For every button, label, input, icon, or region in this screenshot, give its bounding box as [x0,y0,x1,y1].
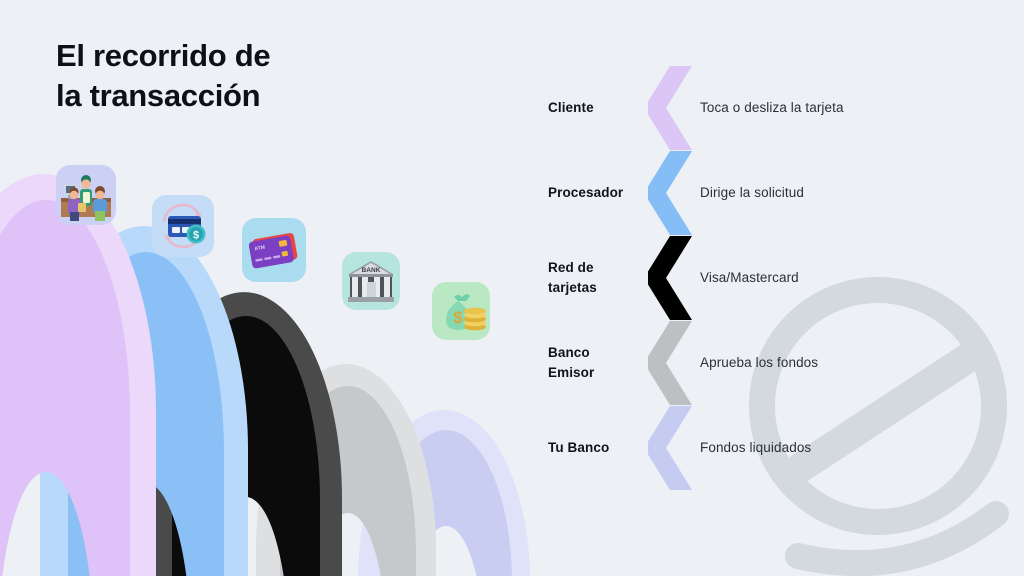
flow-step-label: Tu Banco [548,440,610,456]
flow-step-description: Fondos liquidados [700,439,812,455]
flow-step-label: Cliente [548,100,594,116]
flow-step-description: Toca o desliza la tarjeta [700,99,844,115]
transaction-flow-list: Cliente Toca o desliza la tarjeta Proces… [524,62,1024,532]
tile-bank-building: BANK [342,252,400,310]
svg-text:ATM: ATM [254,245,265,253]
tile-atm-card: ATM [242,218,306,282]
flow-step-description: Aprueba los fondos [700,354,819,370]
svg-text:$: $ [193,230,199,242]
flow-step-label: Banco Emisor [548,345,595,380]
chevron-left-icon [648,317,700,409]
flow-step-label: Red de tarjetas [548,260,597,295]
flow-step-description: Visa/Mastercard [700,269,799,285]
chevron-left-icon [648,232,700,324]
flow-step-cliente[interactable]: Cliente Toca o desliza la tarjeta [524,62,1024,154]
flow-step-label: Procesador [548,185,624,201]
tile-store-checkout [56,165,116,225]
chevron-left-icon [648,402,700,494]
svg-text:$: $ [453,308,463,327]
page-title: El recorrido de la transacción [56,38,271,113]
flow-step-red-de-tarjetas[interactable]: Red de tarjetas Visa/Mastercard [524,232,1024,324]
tile-money-bag: $ [432,282,490,340]
chevron-left-icon [648,147,700,239]
arch-customer [0,174,156,576]
flow-step-tu-banco[interactable]: Tu Banco Fondos liquidados [524,402,1024,494]
tile-card-processing: $ [152,195,214,257]
bank-sign-text: BANK [362,267,381,274]
flow-step-description: Dirige la solicitud [700,184,804,200]
chevron-left-icon [648,62,700,154]
flow-step-banco-emisor[interactable]: Banco Emisor Aprueba los fondos [524,317,1024,409]
transaction-journey-illustration: $ ATM [0,150,560,576]
flow-step-procesador[interactable]: Procesador Dirige la solicitud [524,147,1024,239]
